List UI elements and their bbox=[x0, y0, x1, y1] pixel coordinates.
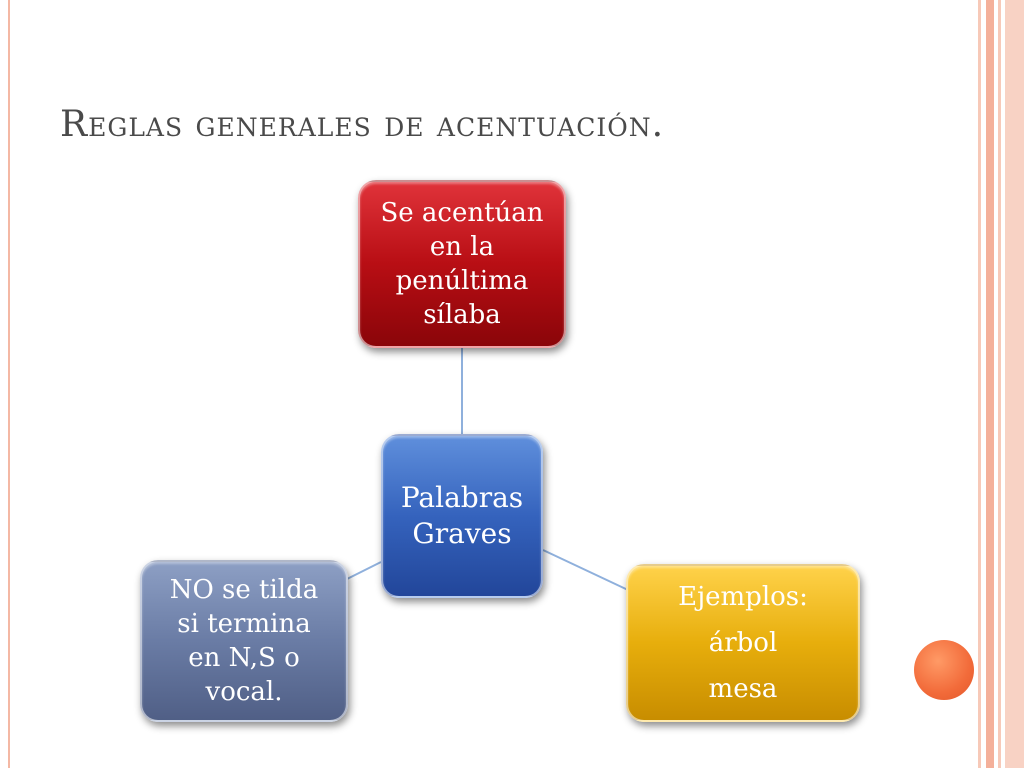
connector-center-right bbox=[542, 549, 629, 591]
node-center-palabras-graves: Palabras Graves bbox=[381, 434, 543, 598]
slide-right-stripe bbox=[1005, 0, 1024, 768]
slide-right-stripe bbox=[978, 0, 981, 768]
node-text-line: si termina bbox=[177, 609, 311, 639]
node-text-line: en la bbox=[429, 232, 495, 262]
slide-left-border bbox=[8, 0, 10, 768]
node-text-line: penúltima bbox=[395, 266, 529, 296]
slide-right-stripe bbox=[986, 0, 994, 768]
slide-right-stripe bbox=[998, 0, 1001, 768]
node-text-line: árbol bbox=[708, 628, 778, 658]
node-text-line: sílaba bbox=[423, 300, 501, 330]
node-top-rule: Se acentúan en la penúltima sílaba bbox=[358, 180, 566, 348]
node-left-rule: NO se tilda si termina en N,S o vocal. bbox=[140, 560, 348, 722]
node-text-line: Graves bbox=[412, 517, 512, 550]
node-text-line: vocal. bbox=[205, 677, 283, 707]
connector-center-left bbox=[344, 561, 382, 581]
node-right-examples: Ejemplos: árbol mesa bbox=[626, 564, 860, 722]
decorative-orange-circle bbox=[914, 640, 974, 700]
node-text-line: mesa bbox=[708, 674, 778, 704]
slide-title: Reglas generales de acentuación. bbox=[60, 104, 665, 145]
node-text-line: NO se tilda bbox=[169, 575, 319, 605]
node-text-line: Palabras bbox=[400, 481, 524, 514]
node-text-line: en N,S o bbox=[188, 643, 300, 673]
node-text-line: Se acentúan bbox=[380, 198, 544, 228]
node-text-line: Ejemplos: bbox=[678, 582, 808, 612]
